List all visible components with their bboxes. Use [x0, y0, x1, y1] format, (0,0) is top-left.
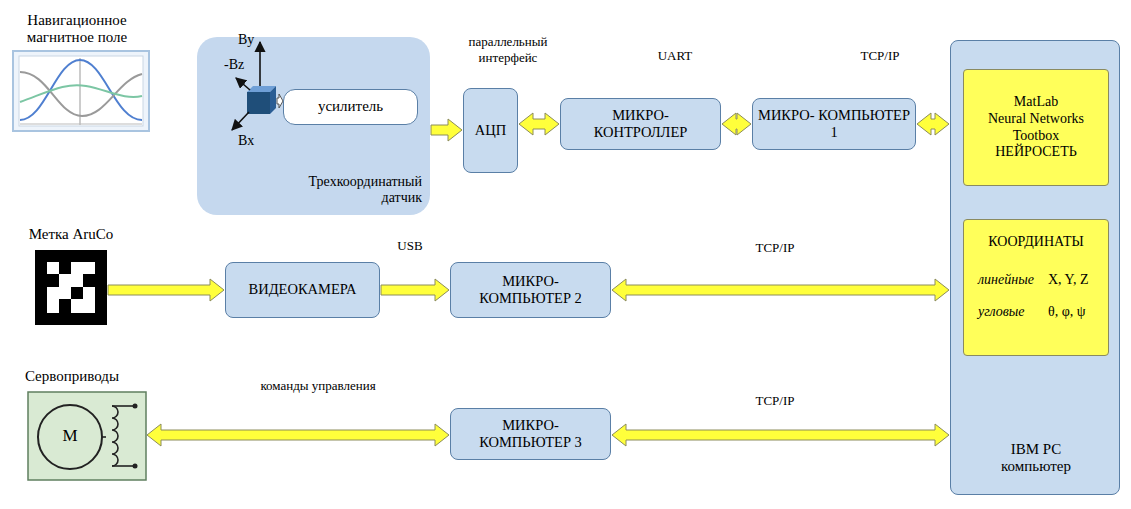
marker-frame: Метка AruCo: [35, 250, 107, 325]
aruco-marker: [35, 250, 107, 325]
process-box: МИКРО- КОМПЬЮТЕР 3: [450, 408, 611, 460]
node-text: MatLab: [1014, 94, 1058, 111]
value-text: θ, φ, ψ: [1048, 304, 1086, 321]
text-stack: усилитель: [284, 90, 417, 124]
text-stack: МИКРО- КОНТРОЛЛЕР: [561, 99, 720, 149]
edge-label: UART: [640, 48, 710, 64]
block-arrow: [147, 424, 449, 446]
axis-label: -Bz: [224, 57, 244, 72]
servo-heading: Сервоприводы: [2, 368, 142, 386]
value-text: X, Y, Z: [1048, 272, 1088, 289]
block-arrow: [519, 113, 559, 135]
pc-caption: IBM PC компьютер: [981, 441, 1091, 476]
node-text: Tootbox: [1013, 128, 1059, 145]
process-box: МИКРО- КОМПЬЮТЕР 2: [450, 262, 611, 318]
panel-caption: Трехкоординатный датчик: [292, 174, 422, 207]
text-stack: MatLabNeural NetworksTootboxНЕЙРОСЕТЬ: [964, 70, 1108, 185]
block-arrow: [917, 113, 949, 135]
edge-label: команды управления: [258, 378, 378, 394]
node-text: усилитель: [318, 98, 383, 116]
edge-label: параллельный интерфейс: [458, 34, 558, 65]
text-stack: ВИДЕОКАМЕРА: [226, 263, 379, 317]
text-stack: [28, 392, 146, 480]
coordinates-box: КООРДИНАТЫ линейные X, Y, Z угловые θ, φ, ψ: [963, 219, 1109, 356]
node-text: Neural Networks: [988, 111, 1084, 128]
block-arrow: [612, 424, 949, 446]
axis-label: By: [238, 32, 254, 47]
text-stack: МИКРО- КОМПЬЮТЕР 3: [451, 409, 610, 459]
text-stack: [35, 250, 107, 325]
axis-label: Bx: [238, 133, 254, 148]
node-text: АЦП: [475, 122, 506, 139]
node-text: МИКРО- КОМПЬЮТЕР 1: [757, 107, 911, 141]
box-heading: КООРДИНАТЫ: [964, 234, 1108, 251]
node-text: ВИДЕОКАМЕРА: [249, 281, 357, 298]
servo-frame: СервоприводыM: [28, 392, 146, 480]
graph-frame: Навигационное магнитное поле: [12, 50, 150, 132]
adc-box: АЦП: [463, 88, 518, 173]
graph-heading: Навигационное магнитное поле: [2, 12, 152, 47]
block-arrow: [381, 279, 449, 301]
amplifier-box: усилитель: [283, 89, 418, 125]
sensor-panel: [197, 37, 430, 215]
servo-motor: [28, 392, 146, 480]
italic-label: линейные: [978, 272, 1034, 289]
software-box: MatLabNeural NetworksTootboxНЕЙРОСЕТЬ: [963, 69, 1109, 186]
edge-label: USB: [380, 238, 440, 254]
process-box: МИКРО- КОНТРОЛЛЕР: [560, 98, 721, 150]
block-arrow: [108, 279, 224, 301]
node-text: МИКРО- КОНТРОЛЛЕР: [565, 107, 716, 141]
text-stack: АЦП: [464, 89, 517, 172]
field-graph: [12, 50, 150, 132]
marker-heading: Метка AruCo: [21, 226, 121, 244]
edge-label: TCP/IP: [740, 393, 810, 409]
text-stack: МИКРО- КОМПЬЮТЕР 2: [451, 263, 610, 317]
node-text: НЕЙРОСЕТЬ: [995, 144, 1077, 161]
edge-label: TCP/IP: [845, 48, 915, 64]
text-stack: МИКРО- КОМПЬЮТЕР 1: [753, 99, 915, 149]
motor-letter: M: [50, 426, 90, 446]
block-arrow: [722, 113, 751, 135]
edge-label: TCP/IP: [740, 240, 810, 256]
text-stack: [14, 52, 148, 130]
block-arrow: [431, 119, 462, 141]
pc-box: IBM PC компьютер MatLabNeural NetworksToo…: [950, 40, 1120, 495]
node-text: МИКРО- КОМПЬЮТЕР 3: [455, 417, 606, 451]
process-box: МИКРО- КОМПЬЮТЕР 1: [752, 98, 916, 150]
node-text: МИКРО- КОМПЬЮТЕР 2: [455, 273, 606, 307]
block-arrow: [612, 279, 949, 301]
camera-box: ВИДЕОКАМЕРА: [225, 262, 380, 318]
italic-label: угловые: [978, 304, 1025, 321]
